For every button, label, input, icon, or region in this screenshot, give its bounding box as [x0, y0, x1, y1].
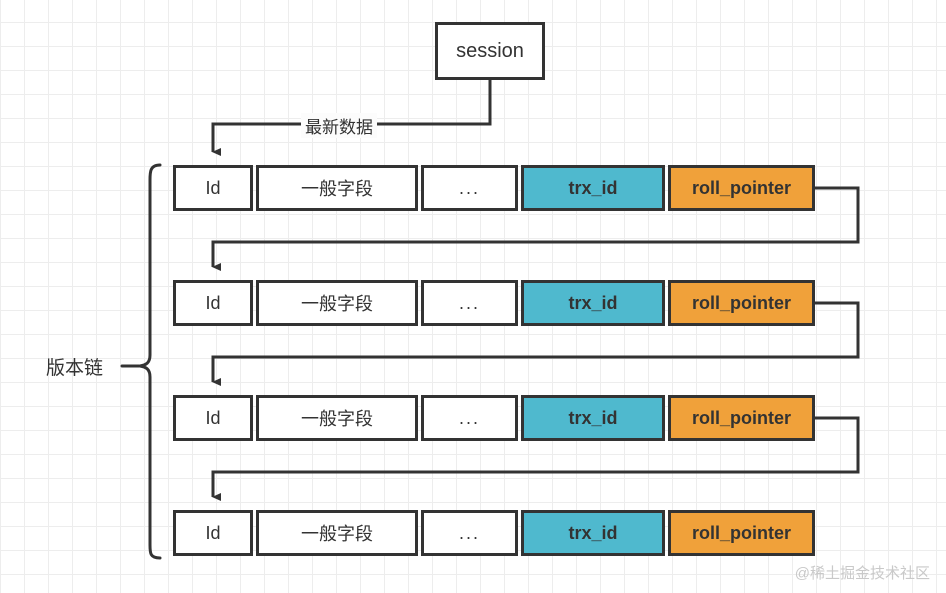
- cell-ellipsis: ...: [421, 280, 518, 326]
- cell-id: Id: [173, 280, 253, 326]
- cell-roll-pointer: roll_pointer: [668, 165, 815, 211]
- cell-ellipsis: ...: [421, 395, 518, 441]
- latest-data-label: 最新数据: [301, 113, 377, 138]
- cell-roll-pointer: roll_pointer: [668, 510, 815, 556]
- cell-trx-id: trx_id: [521, 165, 665, 211]
- session-node[interactable]: session: [435, 22, 545, 80]
- table-row[interactable]: Id 一般字段 ... trx_id roll_pointer: [173, 395, 815, 441]
- cell-ellipsis: ...: [421, 510, 518, 556]
- cell-general-fields: 一般字段: [256, 165, 418, 211]
- watermark: @稀土掘金技术社区: [794, 565, 930, 582]
- cell-roll-pointer: roll_pointer: [668, 280, 815, 326]
- session-label: session: [456, 39, 524, 62]
- version-chain-label: 版本链: [46, 358, 104, 379]
- cell-ellipsis: ...: [421, 165, 518, 211]
- cell-trx-id: trx_id: [521, 510, 665, 556]
- table-row[interactable]: Id 一般字段 ... trx_id roll_pointer: [173, 510, 815, 556]
- cell-trx-id: trx_id: [521, 280, 665, 326]
- cell-roll-pointer: roll_pointer: [668, 395, 815, 441]
- cell-id: Id: [173, 510, 253, 556]
- table-row[interactable]: Id 一般字段 ... trx_id roll_pointer: [173, 165, 815, 211]
- cell-general-fields: 一般字段: [256, 280, 418, 326]
- cell-general-fields: 一般字段: [256, 510, 418, 556]
- cell-general-fields: 一般字段: [256, 395, 418, 441]
- cell-id: Id: [173, 395, 253, 441]
- version-chain-brace: [120, 163, 162, 560]
- cell-trx-id: trx_id: [521, 395, 665, 441]
- table-row[interactable]: Id 一般字段 ... trx_id roll_pointer: [173, 280, 815, 326]
- cell-id: Id: [173, 165, 253, 211]
